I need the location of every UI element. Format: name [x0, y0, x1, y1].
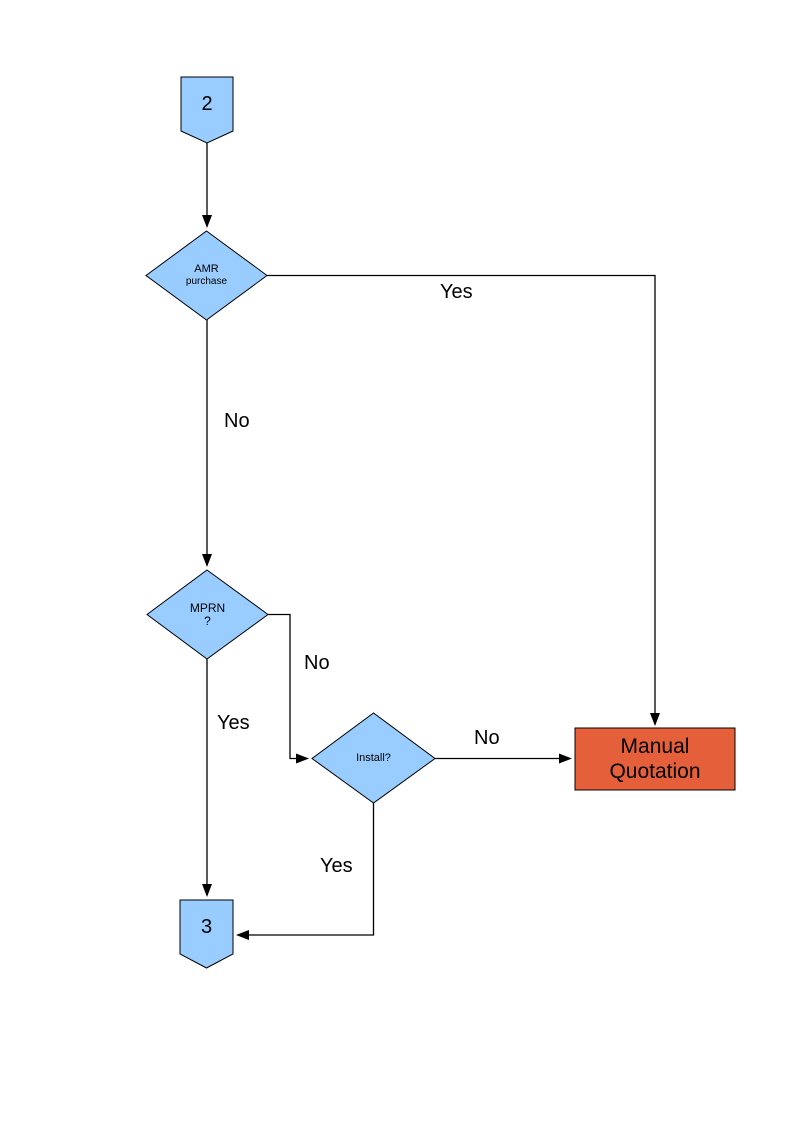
edge-label-amr-no: No — [224, 410, 250, 432]
mprn-decision-label: MPRN ? — [147, 570, 268, 659]
manual-quotation-text: Manual Quotation — [609, 735, 701, 783]
edge-label-mprn-yes: Yes — [217, 712, 250, 734]
edge-mprn-no-to-install — [268, 613, 309, 764]
install-label-text: Install? — [356, 751, 391, 764]
mprn-decision-shape — [146, 569, 269, 660]
amr-label-line1: AMR — [194, 263, 219, 275]
install-decision-shape — [311, 712, 436, 804]
amr-label-line2: purchase — [185, 276, 228, 287]
edge-install-yes-to-connector3 — [236, 803, 375, 940]
connector-3-label: 3 — [200, 915, 213, 938]
edge-label-amr-yes: Yes — [440, 281, 473, 303]
edge-label-mprn-no: No — [304, 652, 330, 674]
manual-quotation-shape — [574, 727, 736, 791]
manual-quotation-label: Manual Quotation — [575, 728, 735, 790]
connector-3-shape — [179, 899, 234, 969]
amr-decision-label: AMR purchase — [146, 231, 267, 320]
edge-amr-yes-to-manual-quotation — [267, 274, 660, 726]
edge-label-install-no: No — [474, 727, 500, 749]
edge-label-install-yes: Yes — [320, 855, 353, 877]
connector-2-shape — [180, 76, 234, 144]
install-decision-label: Install? — [312, 713, 435, 803]
amr-decision-shape — [145, 230, 268, 321]
connector-2-label: 2 — [201, 92, 213, 115]
mprn-label-line1: MPRN — [189, 600, 226, 615]
mprn-label-line2: ? — [204, 613, 211, 628]
